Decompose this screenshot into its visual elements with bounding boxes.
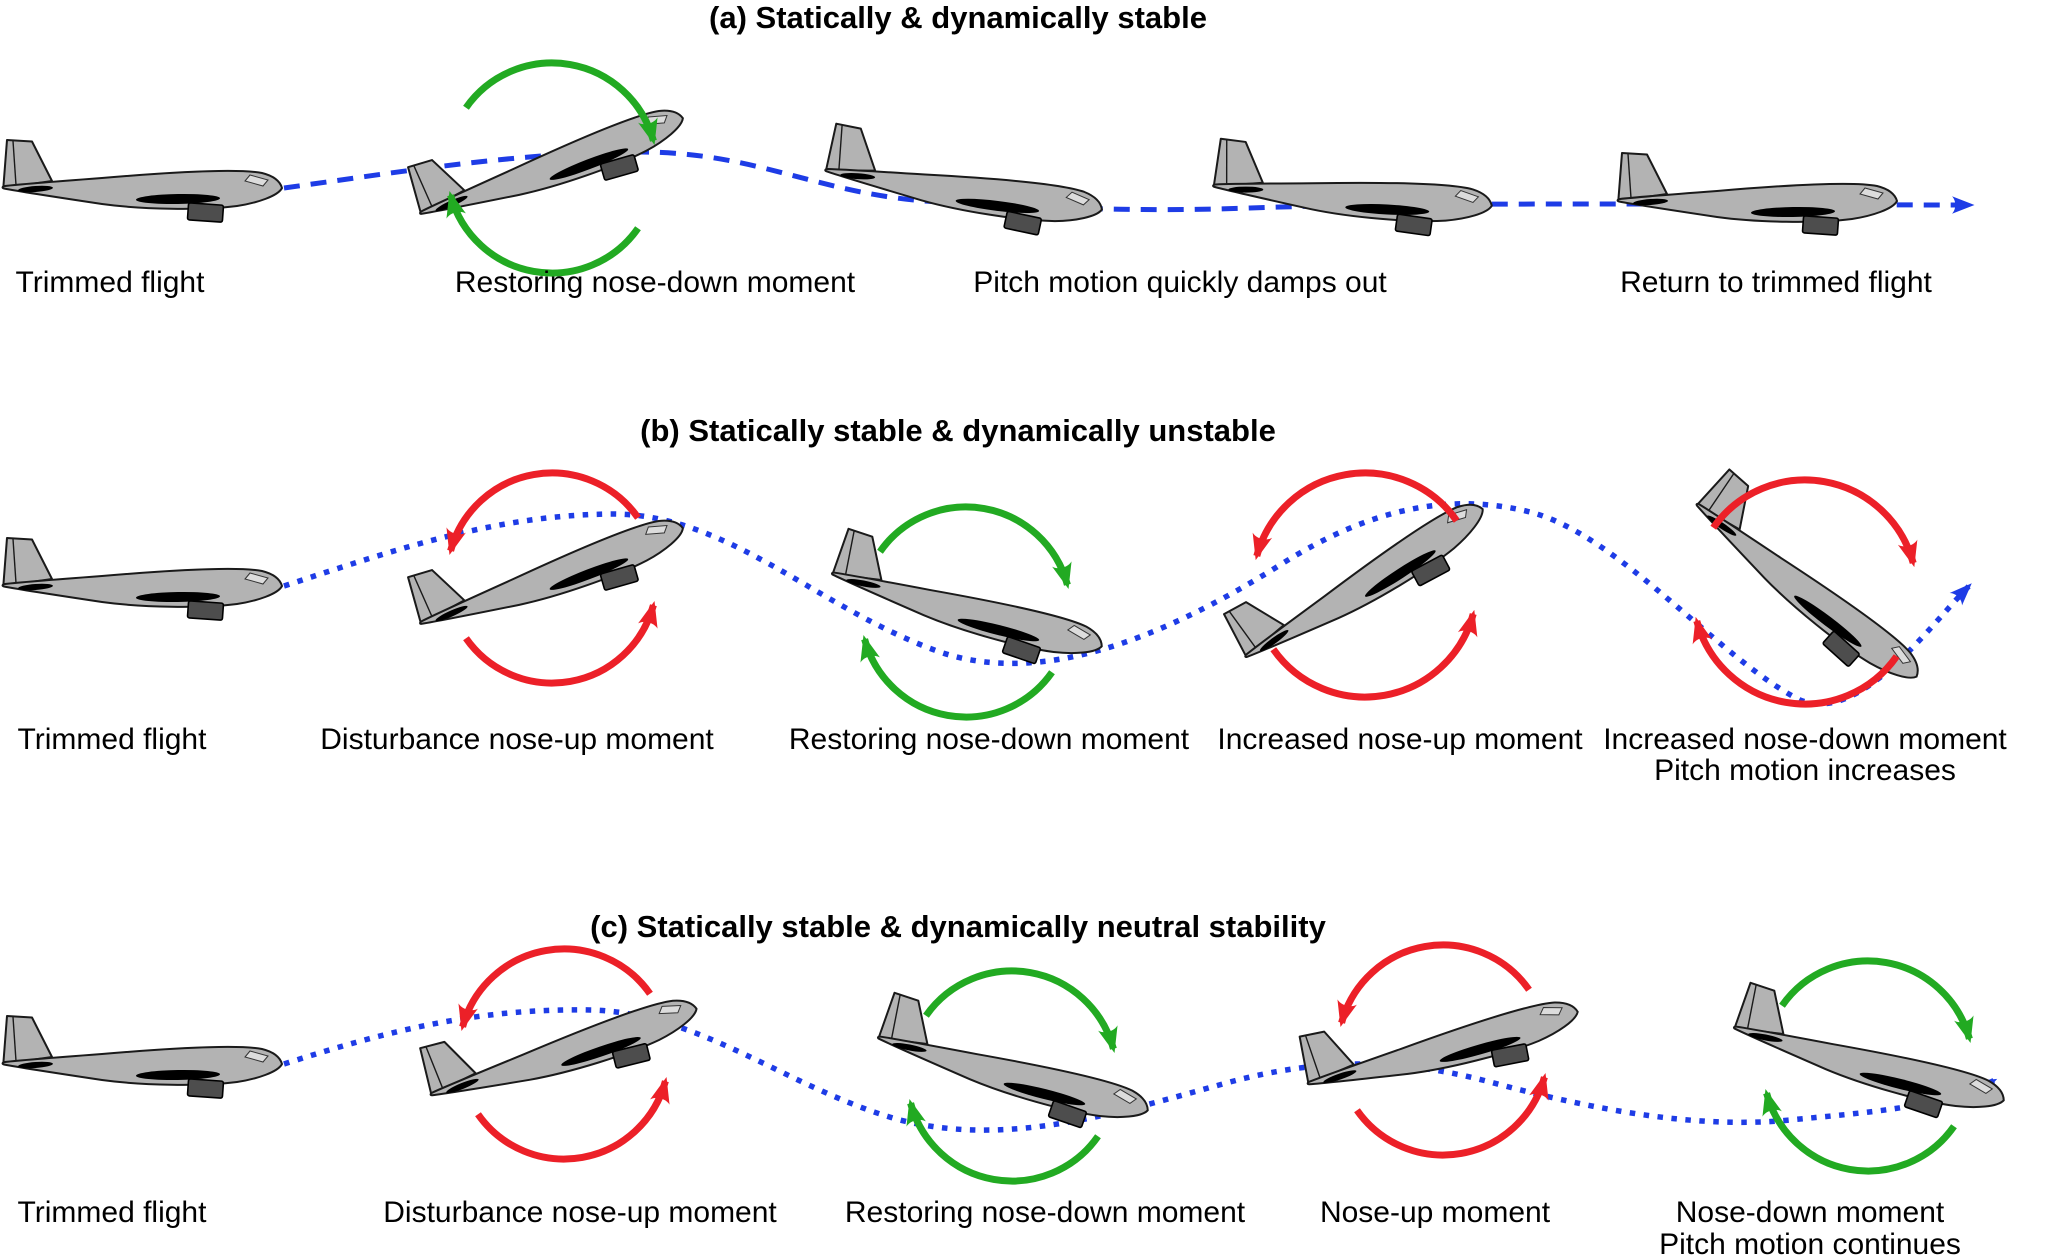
caption: Return to trimmed flight [1620,266,1932,299]
airplane-icon [1294,964,1588,1119]
nose-down-moment-arrow-icon [1710,476,1918,568]
nose-down-moment-arrow-icon [463,59,658,145]
caption: Restoring nose-down moment [845,1196,1246,1229]
nose-down-moment-arrow-icon [1779,957,1974,1043]
caption: Trimmed flight [18,1196,208,1229]
caption: Nose-up moment [1320,1196,1551,1229]
airplane-icon [819,122,1110,245]
airplane-icon [868,990,1162,1145]
caption: Pitch motion quickly damps out [973,266,1387,299]
caption: Trimmed flight [18,723,208,756]
caption: Increased nose-down moment [1603,723,2007,756]
airplane-icon [402,482,696,657]
caption: Trimmed flight [16,266,206,299]
section-b-title: (b) Statically stable & dynamically unst… [640,413,1276,448]
airplane-icon [1209,137,1497,241]
section-b: (b) Statically stable & dynamically unst… [1,413,2007,787]
nose-up-moment-arrow-icon [463,601,658,687]
section-c: (c) Statically stable & dynamically neut… [1,909,2018,1259]
caption-line2: Pitch motion continues [1659,1228,1961,1259]
nose-up-moment-arrow-icon [446,469,641,555]
caption: Disturbance nose-up moment [320,723,714,756]
nose-down-moment-arrow-icon [1762,1089,1957,1175]
nose-up-moment-arrow-icon [1270,609,1478,701]
airplane-icon [402,72,696,247]
section-a-title: (a) Statically & dynamically stable [709,0,1207,35]
nose-down-moment-arrow-icon [877,503,1072,589]
caption-line2: Pitch motion increases [1654,754,1956,787]
airplane-icon [1,139,283,224]
airplane-icon [1674,465,1948,705]
caption: Nose-down moment [1676,1196,1945,1229]
airplane-icon [1,1015,283,1100]
nose-down-moment-arrow-icon [860,635,1055,721]
nose-down-moment-arrow-icon [446,191,641,277]
nose-down-moment-arrow-icon [906,1099,1101,1185]
flight-path-c [283,1007,1998,1133]
airplane-icon [414,962,709,1129]
caption: Increased nose-up moment [1217,723,1583,756]
section-c-title: (c) Statically stable & dynamically neut… [590,909,1326,944]
nose-up-moment-arrow-icon [1252,469,1460,561]
caption: Disturbance nose-up moment [383,1196,777,1229]
section-a: (a) Statically & dynamically stable Trim… [1,0,1975,299]
caption: Restoring nose-down moment [455,266,856,299]
nose-down-moment-arrow-icon [923,967,1118,1053]
nose-down-moment-arrow-icon [1692,616,1900,708]
nose-up-moment-arrow-icon [1337,941,1532,1027]
airplane-icon [1,537,283,622]
airplane-icon [1616,152,1898,237]
nose-up-moment-arrow-icon [475,1077,670,1163]
caption: Restoring nose-down moment [789,723,1190,756]
flight-path-b [283,501,1972,707]
nose-up-moment-arrow-icon [1354,1073,1549,1159]
nose-up-moment-arrow-icon [458,945,653,1031]
